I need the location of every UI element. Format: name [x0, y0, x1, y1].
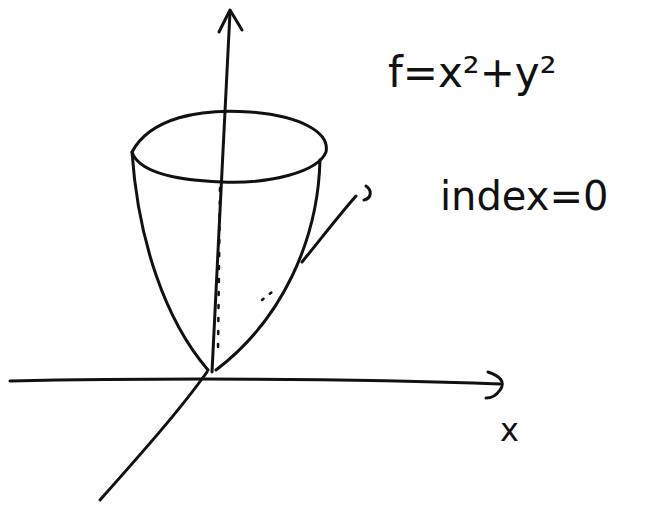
y-axis	[100, 372, 207, 500]
index-note: index=0	[440, 176, 608, 216]
paraboloid-rim	[132, 111, 326, 182]
function-formula: f=x²+y²	[388, 52, 557, 94]
axis-label: x	[500, 414, 519, 446]
paraboloid-left-side	[132, 152, 208, 370]
leader-line	[302, 196, 356, 262]
hidden-curve	[262, 292, 272, 300]
x-axis	[10, 379, 500, 384]
leader-curl	[364, 186, 370, 200]
hidden-axis	[218, 188, 220, 350]
z-axis	[212, 12, 230, 372]
x-axis-arrowhead	[486, 372, 502, 398]
z-axis-arrowhead	[219, 10, 242, 32]
paraboloid-right-side	[216, 160, 320, 370]
